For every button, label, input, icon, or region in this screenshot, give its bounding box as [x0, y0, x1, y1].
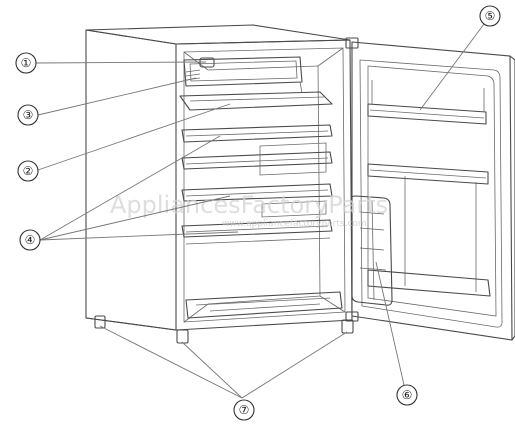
shelf-2-edge [185, 157, 329, 165]
freezer-compartment [179, 56, 333, 111]
leader-7a [99, 325, 243, 399]
leader-6 [375, 261, 405, 386]
can-dispenser-center [371, 199, 375, 301]
callout-7: ⑦ [233, 399, 255, 421]
door-shelf-lower [367, 269, 491, 297]
svg-text:⑤: ⑤ [485, 9, 496, 23]
door-gasket [367, 65, 497, 317]
leader-7c [241, 331, 348, 399]
door-liner [359, 59, 503, 328]
drip-tray [179, 91, 333, 111]
liner-corner-bl [183, 303, 209, 323]
bottom-tray-ribs [195, 297, 331, 312]
svg-text:③: ③ [23, 108, 34, 122]
svg-text:⑥: ⑥ [402, 388, 413, 402]
drip-tray-lip [189, 96, 325, 102]
leader-1 [35, 61, 207, 64]
leader-4b [39, 195, 231, 241]
leader-4c [39, 231, 239, 241]
callout-5: ⑤ [479, 5, 501, 27]
callout-6: ⑥ [396, 384, 418, 406]
cabinet-left-side [85, 29, 177, 331]
door-edge [509, 55, 515, 341]
shelf-1-edge [185, 130, 329, 137]
crisper-top-edge [185, 237, 331, 245]
callout-4: ④ [19, 229, 41, 251]
cabinet [85, 24, 353, 331]
svg-text:⑦: ⑦ [239, 403, 250, 417]
callout-2: ② [17, 160, 39, 182]
svg-text:②: ② [23, 164, 34, 178]
shelf-4-edge [185, 225, 329, 233]
cabinet-inner-liner [183, 47, 346, 323]
callout-3: ③ [17, 104, 39, 126]
freezer-box [183, 56, 303, 87]
leader-3 [37, 77, 197, 116]
leader-lines [35, 23, 485, 399]
shelf-4 [181, 219, 333, 238]
watermark-title: AppliancesFactoryParts [110, 191, 388, 219]
door [345, 37, 515, 341]
svg-text:④: ④ [25, 233, 36, 247]
foot-rear-left [94, 315, 106, 329]
leveling-feet [94, 315, 354, 344]
shelf-3 [181, 183, 333, 202]
foot-front-left [176, 329, 189, 344]
tray-hanger [299, 81, 303, 94]
shelf-2 [181, 151, 333, 170]
door-shelf-middle [367, 163, 489, 185]
shelf-rail-upper [259, 142, 327, 176]
door-bin-dividers [404, 176, 477, 292]
svg-text:①: ① [21, 56, 32, 70]
callouts: ① ③ ② ④ ⑤ ⑥ ⑦ [15, 5, 501, 421]
door-shelf-upper [367, 103, 487, 125]
bottom-tray [185, 291, 343, 319]
shelves [181, 124, 343, 319]
freezer-box-inner [189, 60, 298, 82]
leader-5 [419, 23, 485, 111]
cabinet-front-frame [175, 39, 353, 331]
thermostat-knob [199, 57, 215, 68]
callout-1: ① [15, 52, 37, 74]
liner-corner-tr [317, 47, 344, 67]
shelf-3-edge [185, 189, 329, 197]
door-shelf-upper-lip [369, 109, 485, 119]
leader-2 [37, 103, 231, 171]
leader-7b [181, 341, 243, 399]
can-dispenser [350, 195, 393, 306]
leader-4a [39, 135, 221, 241]
shelf-1 [181, 124, 333, 143]
cabinet-back-wall [207, 65, 321, 305]
shelf-rail-lower [261, 200, 327, 218]
cabinet-bottom-edge [85, 317, 177, 331]
door-shelf-upper-sides [371, 80, 485, 112]
watermark-url: www.appliancefactoryparts.com [222, 219, 367, 229]
foot-front-right [341, 319, 354, 334]
door-shelf-middle-lip [369, 169, 487, 179]
